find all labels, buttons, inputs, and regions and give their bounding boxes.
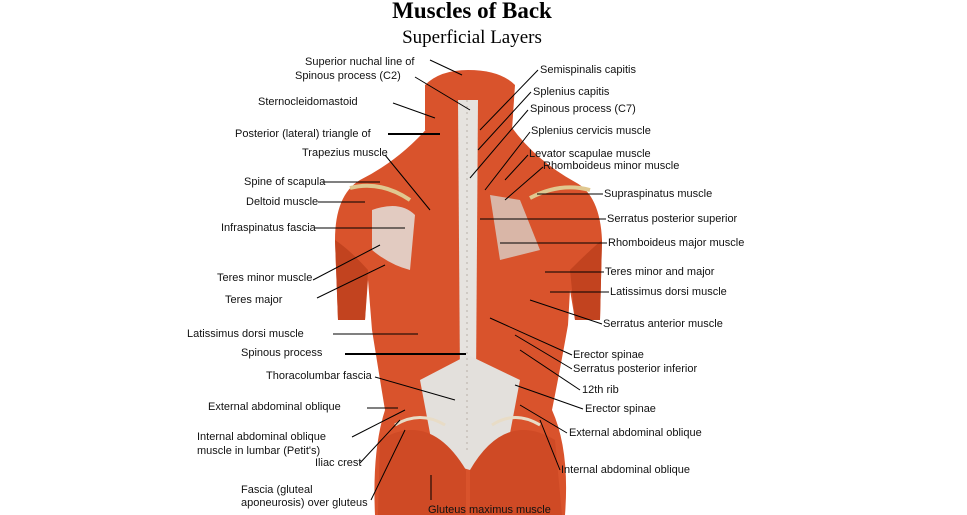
label-erector-spinae-upper: Erector spinae xyxy=(573,349,644,361)
label-semispinalis-capitis: Semispinalis capitis xyxy=(540,64,636,76)
label-external-oblique-right: External abdominal oblique xyxy=(569,427,702,439)
label-posterior-triangle: Posterior (lateral) triangle of xyxy=(235,128,371,140)
label-erector-spinae-lower: Erector spinae xyxy=(585,403,656,415)
label-supraspinatus: Supraspinatus muscle xyxy=(604,188,713,200)
label-latissimus-dorsi-right: Latissimus dorsi muscle xyxy=(610,286,727,298)
label-thoracolumbar-fascia: Thoracolumbar fascia xyxy=(266,370,372,382)
label-infraspinatus-fascia: Infraspinatus fascia xyxy=(221,222,316,234)
label-teres-minor-and-major: Teres minor and major xyxy=(605,266,715,278)
label-splenius-capitis: Splenius capitis xyxy=(533,86,610,98)
label-teres-major: Teres major xyxy=(225,294,283,306)
label-external-oblique-left: External abdominal oblique xyxy=(208,401,341,413)
label-12th-rib: 12th rib xyxy=(582,384,619,396)
label-sternocleidomastoid: Sternocleidomastoid xyxy=(258,96,358,108)
label-internal-oblique-line1: Internal abdominal oblique xyxy=(197,431,327,443)
label-gluteus-maximus: Gluteus maximus muscle xyxy=(428,504,551,515)
label-latissimus-dorsi-left: Latissimus dorsi muscle xyxy=(187,328,304,340)
label-levator-scapulae: Levator scapulae muscle xyxy=(529,148,651,160)
leader-lines xyxy=(312,59,609,501)
body-silhouette xyxy=(335,70,602,515)
label-serratus-posterior-inferior: Serratus posterior inferior xyxy=(573,363,698,375)
label-serratus-anterior: Serratus anterior muscle xyxy=(603,318,723,330)
label-iliac-crest: Iliac crest xyxy=(315,457,362,469)
label-rhomboideus-major: Rhomboideus major muscle xyxy=(608,237,745,249)
diagram-title: Muscles of Back xyxy=(392,0,552,23)
label-serratus-posterior-superior: Serratus posterior superior xyxy=(607,213,738,225)
label-deltoid: Deltoid muscle xyxy=(246,196,319,208)
label-spinous-process-c2: Spinous process (C2) xyxy=(295,70,401,82)
label-superior-nuchal-line: Superior nuchal line of xyxy=(305,56,415,68)
label-internal-oblique-right: Internal abdominal oblique xyxy=(561,464,691,476)
label-teres-minor: Teres minor muscle xyxy=(217,272,313,284)
label-spinous-process-c7: Spinous process (C7) xyxy=(530,103,636,115)
label-spine-of-scapula: Spine of scapula xyxy=(244,176,326,188)
label-spinous-process: Spinous process xyxy=(241,347,323,359)
label-trapezius: Trapezius muscle xyxy=(302,147,388,159)
label-splenius-cervicis: Splenius cervicis muscle xyxy=(531,125,651,137)
label-rhomboideus-minor: Rhomboideus minor muscle xyxy=(543,160,680,172)
label-gluteal-fascia-line2: aponeurosis) over gluteus xyxy=(241,497,368,509)
label-internal-oblique-line2: muscle in lumbar (Petit's) xyxy=(197,445,321,457)
label-gluteal-fascia-line1: Fascia (gluteal xyxy=(241,484,313,496)
diagram-subtitle: Superficial Layers xyxy=(402,27,542,48)
